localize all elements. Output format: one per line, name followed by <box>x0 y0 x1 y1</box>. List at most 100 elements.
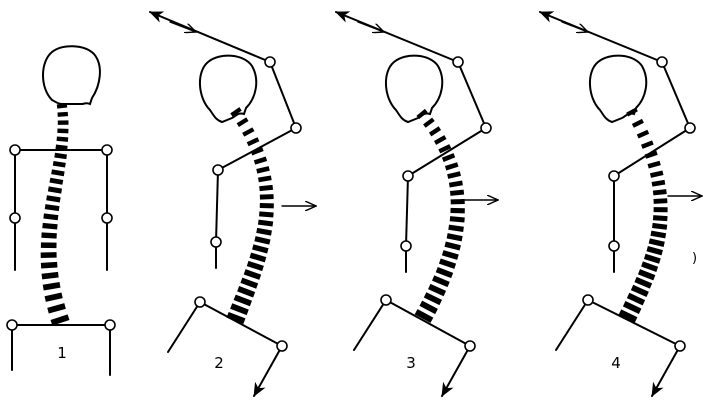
vertebra <box>57 128 68 133</box>
vertebra <box>45 293 63 302</box>
shoulder-joint <box>609 171 619 181</box>
spine <box>619 108 668 323</box>
traction-arm-upper <box>662 62 690 128</box>
left-elbow-joint <box>10 213 20 223</box>
panel-2: 2 <box>150 12 316 396</box>
vertebra <box>57 136 69 141</box>
vertebra <box>632 119 644 128</box>
shoulder-joint <box>403 171 413 181</box>
vertebra <box>654 207 668 212</box>
vertebra <box>256 228 272 236</box>
vertebra <box>53 161 66 168</box>
vertebra <box>51 314 70 325</box>
top-joint <box>265 57 275 67</box>
right-shoulder-joint <box>102 145 112 155</box>
vertebra <box>649 238 665 247</box>
shoulder-joint <box>213 165 223 175</box>
panel-label: 4 <box>611 354 621 372</box>
upper-arm-joint <box>685 123 695 133</box>
vertebra <box>54 153 67 159</box>
vertebra <box>256 166 270 174</box>
left-hip-joint <box>381 295 391 305</box>
vertebra <box>450 208 464 214</box>
left-leg <box>354 300 386 350</box>
vertebra <box>57 112 68 117</box>
vertebra <box>250 253 267 263</box>
vertebra <box>652 180 666 187</box>
spine <box>227 107 274 324</box>
panel-label: 1 <box>57 344 67 362</box>
vertebra <box>41 252 57 258</box>
traction-rope <box>150 12 270 62</box>
vertebra <box>448 225 464 232</box>
right-elbow-joint <box>102 213 112 223</box>
skull <box>43 46 100 104</box>
vertebra <box>58 120 69 124</box>
top-joint <box>453 57 463 67</box>
vertebra <box>259 211 274 217</box>
vertebra <box>653 189 667 195</box>
vertebra <box>450 216 465 222</box>
vertebra <box>41 262 58 269</box>
vertebra <box>434 135 447 145</box>
vertebra <box>42 223 57 230</box>
vertebra <box>445 162 459 170</box>
vertebra <box>47 303 66 313</box>
vertebra <box>258 175 272 182</box>
left-hip-joint <box>195 297 205 307</box>
vertebra <box>444 242 460 251</box>
upper-arm-joint <box>481 123 491 133</box>
traction-arm-upper <box>458 62 486 128</box>
vertebra <box>242 127 254 136</box>
right-hip-joint <box>277 341 287 351</box>
vertebra <box>650 231 666 239</box>
top-joint <box>657 57 667 67</box>
vertebra <box>653 215 668 221</box>
vertebra <box>43 282 61 290</box>
traction-rope <box>336 12 458 62</box>
elbow-joint <box>401 241 411 251</box>
right-hip-joint <box>675 341 685 351</box>
vertebra <box>449 181 463 188</box>
vertebra <box>230 303 249 315</box>
stray-mark: ) <box>692 251 697 266</box>
vertebra <box>240 278 258 289</box>
vertebra <box>450 190 464 196</box>
left-leg <box>168 302 200 352</box>
right-leg <box>254 346 282 396</box>
vertebra <box>428 284 446 296</box>
rope-open-arrow <box>562 22 588 32</box>
vertebra <box>652 223 667 230</box>
right-leg <box>442 346 470 396</box>
vertebra <box>447 233 463 241</box>
spine <box>41 103 70 325</box>
vertebra <box>51 169 64 176</box>
vertebra <box>247 137 260 146</box>
vertebra <box>252 244 268 253</box>
left-arm <box>216 170 218 242</box>
panel-label: 3 <box>406 354 416 372</box>
rope-open-arrow <box>170 22 196 32</box>
right-hip-joint <box>465 341 475 351</box>
vertebra <box>46 195 60 202</box>
right-leg <box>652 346 680 396</box>
skull <box>386 56 442 122</box>
traction-arm-upper <box>270 62 296 128</box>
vertebra <box>45 204 60 211</box>
vertebra <box>254 236 270 245</box>
vertebra <box>260 203 274 208</box>
vertebra <box>653 198 667 204</box>
panel-4: 4 ) <box>540 12 702 396</box>
vertebra <box>439 258 456 268</box>
vertebra <box>48 186 62 193</box>
vertebra <box>641 140 654 148</box>
left-arm <box>406 176 408 246</box>
vertebra <box>258 220 273 227</box>
vertebra <box>43 213 58 220</box>
vertebra <box>648 161 661 169</box>
vertebra <box>41 232 57 238</box>
traction-rope <box>540 12 662 62</box>
vertebra <box>259 185 273 191</box>
vertebra <box>49 178 63 185</box>
